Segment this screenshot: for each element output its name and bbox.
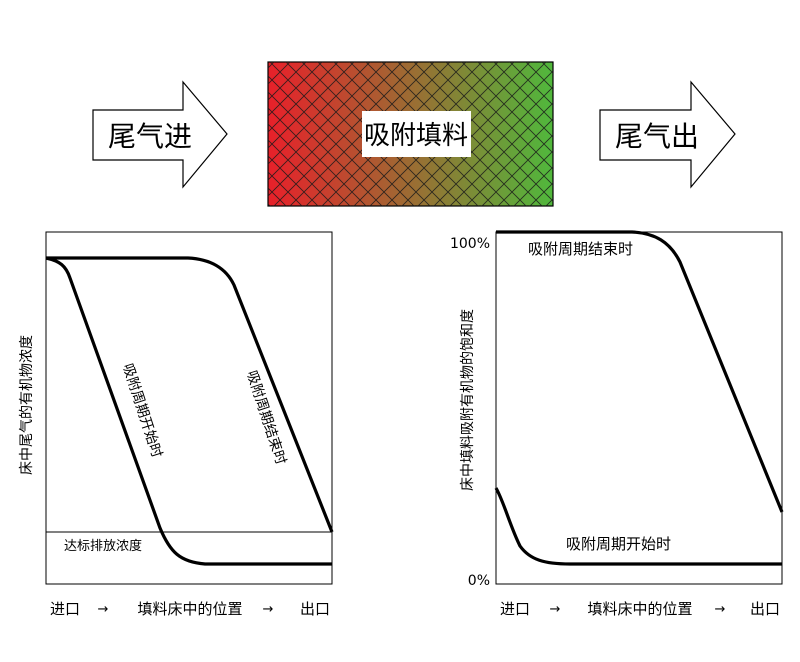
outlet-label: 尾气出 (615, 120, 699, 153)
media-label: 吸附填料 (364, 121, 468, 151)
right-x-inlet: 进口 (500, 600, 530, 618)
right-x-axis: 进口 → 填料床中的位置 → 出口 (500, 600, 780, 618)
left-x-inlet: 进口 (50, 600, 80, 618)
inlet-arrow: 尾气进 (92, 80, 228, 189)
right-start-curve (494, 487, 782, 566)
left-curve-start-label: 吸附周期开始时 (119, 362, 165, 460)
adsorption-media-block: 吸附填料 (267, 61, 554, 207)
left-x-arrow-1: → (98, 602, 109, 617)
outlet-arrow: 尾气出 (599, 80, 736, 189)
threshold-label: 达标排放浓度 (64, 538, 142, 554)
left-x-axis: 进口 → 填料床中的位置 → 出口 (50, 600, 330, 618)
left-chart: 床中尾气的有机物浓度 吸附周期开始时 吸附周期结束时 达标排放浓度 进口 → 填… (19, 231, 334, 618)
right-y-axis-label: 床中填料吸附有机物的饱和度 (460, 309, 476, 491)
media-label-box (362, 111, 471, 157)
right-curve-end-label: 吸附周期结束时 (528, 240, 633, 258)
right-end-curve (496, 230, 784, 513)
left-curve-end-label: 吸附周期结束时 (243, 369, 289, 467)
right-chart: 100% 0% 床中填料吸附有机物的饱和度 吸附周期结束时 吸附周期开始时 进口… (450, 230, 784, 618)
left-chart-frame (45, 231, 333, 585)
left-y-axis-label: 床中尾气的有机物浓度 (19, 335, 35, 475)
right-x-arrow-2: → (715, 602, 726, 617)
left-x-middle: 填料床中的位置 (137, 600, 242, 618)
right-curve-start-label: 吸附周期开始时 (566, 535, 671, 553)
left-x-outlet: 出口 (300, 600, 330, 618)
inlet-label: 尾气进 (108, 120, 192, 153)
left-start-curve (45, 256, 332, 566)
right-y-top-label: 100% (450, 236, 490, 252)
left-x-arrow-2: → (263, 602, 274, 617)
right-x-outlet: 出口 (750, 600, 780, 618)
right-x-middle: 填料床中的位置 (587, 600, 692, 618)
right-x-arrow-1: → (550, 602, 561, 617)
left-end-curve (46, 256, 334, 533)
right-y-bottom-label: 0% (468, 573, 490, 589)
